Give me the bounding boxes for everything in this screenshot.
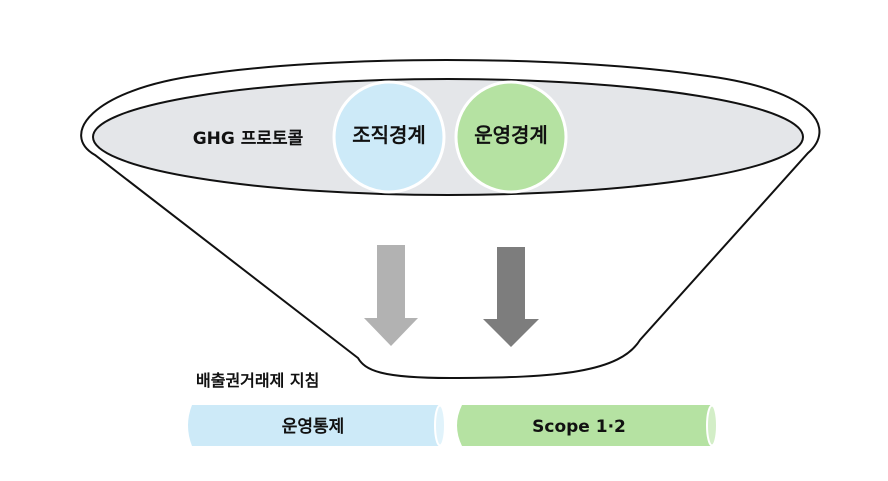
funnel-top-disc bbox=[92, 78, 804, 196]
operational-control-bar bbox=[188, 404, 446, 447]
ghg-protocol-label: GHG 프로토콜 bbox=[193, 129, 304, 149]
scope-bar bbox=[457, 404, 718, 447]
ets-guideline-title: 배출권거래제 지침 bbox=[196, 371, 319, 390]
scope-label: Scope 1·2 bbox=[532, 417, 626, 437]
dark-arrow-down-icon bbox=[483, 247, 539, 347]
operational-boundary-circle bbox=[454, 80, 568, 194]
light-arrow-down-icon bbox=[364, 245, 418, 346]
organizational-boundary-label: 조직경계 bbox=[352, 123, 426, 147]
operational-control-label: 운영통제 bbox=[282, 417, 345, 437]
operational-boundary-label: 운영경계 bbox=[474, 123, 548, 147]
organizational-boundary-circle bbox=[332, 80, 446, 194]
